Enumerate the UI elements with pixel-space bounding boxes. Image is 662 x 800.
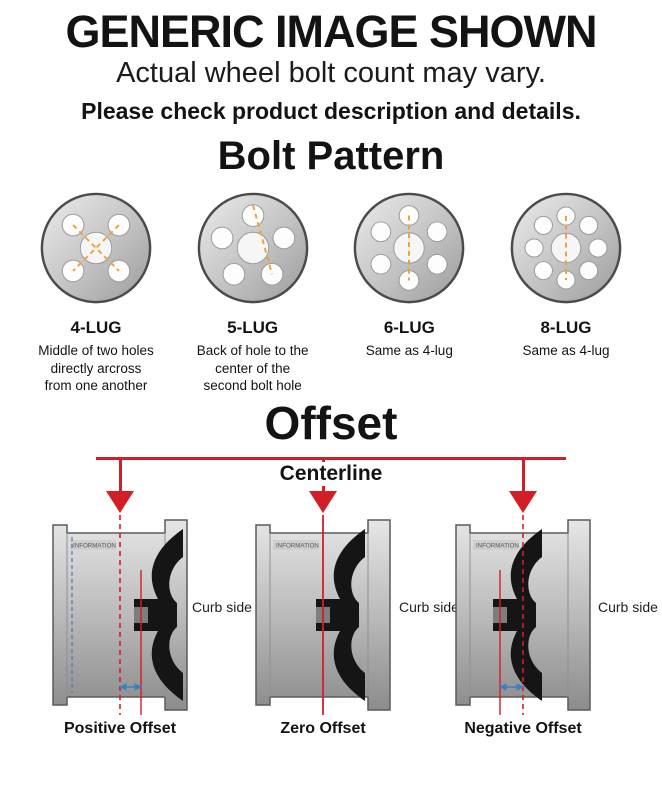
disclaimer-note: Please check product description and det… [81,98,581,125]
curb-side-label: Curb side [598,599,658,616]
subtitle: Actual wheel bolt count may vary. [116,57,546,90]
lug-item-5: 5-LUG Back of hole to the center of the … [177,189,329,395]
rim-stamp-text: INFORMATION [276,543,319,550]
lug-description: Same as 4-lug [365,343,453,359]
wheel-6-lug-icon [354,192,465,304]
centerline-drop-right [521,457,525,492]
lug-item-8: 8-LUG Same as 4-lug [490,189,642,395]
measure-line-icon [72,224,120,272]
lug-label: 6-LUG [383,318,435,338]
offset-diagram: Centerline INFORMATION INFORMATION [0,449,662,749]
wheel-8-lug-icon [510,192,622,304]
offset-measure-arrow-icon [498,683,525,691]
lug-item-4: 4-LUG Middle of two holes directly arcro… [20,189,172,395]
bolt-pattern-title: Bolt Pattern [217,134,445,179]
curb-side-label: Curb side [192,599,252,616]
wheel-cross-section-negative: INFORMATION [455,515,591,716]
curb-side-label: Curb side [399,599,459,616]
rim-stamp-plate [70,540,116,551]
centerline-marker-icon [309,491,337,514]
centerline-marker-icon [106,491,134,514]
lug-item-6: 6-LUG Same as 4-lug [333,189,485,395]
offset-measure-arrow-icon [118,683,143,691]
offset-name-zero: Zero Offset [280,720,366,738]
header: GENERIC IMAGE SHOWN Actual wheel bolt co… [0,0,662,125]
wheel-cross-section-positive: INFORMATION [52,515,188,716]
wheel-4-lug-icon [40,192,152,304]
lug-description: Same as 4-lug [522,343,610,359]
centerline-rule [96,457,566,461]
centerline-label: Centerline [269,462,393,487]
lug-description: Back of hole to the center of the second… [196,343,309,394]
lug-label: 5-LUG [227,318,279,338]
centerline-drop-left [118,457,122,492]
main-title: GENERIC IMAGE SHOWN [65,6,597,57]
offset-name-negative: Negative Offset [464,720,582,738]
offset-title: Offset [264,396,398,449]
wheel-5-lug-icon [197,192,308,304]
rim-stamp-text: INFORMATION [476,543,519,550]
rim-stamp-plate [273,540,319,551]
lug-label: 8-LUG [540,318,592,338]
bolt-pattern-row: 4-LUG Middle of two holes directly arcro… [0,177,662,395]
measure-line-icon [251,205,273,275]
centerline-marker-icon [509,491,537,514]
wheel-cross-section-zero: INFORMATION [255,515,391,716]
lug-label: 4-LUG [70,318,122,338]
rim-stamp-plate [473,540,519,551]
lug-description: Middle of two holes directly arcross fro… [38,343,154,394]
rim-stamp-text: INFORMATION [73,543,116,550]
offset-name-positive: Positive Offset [63,720,177,738]
